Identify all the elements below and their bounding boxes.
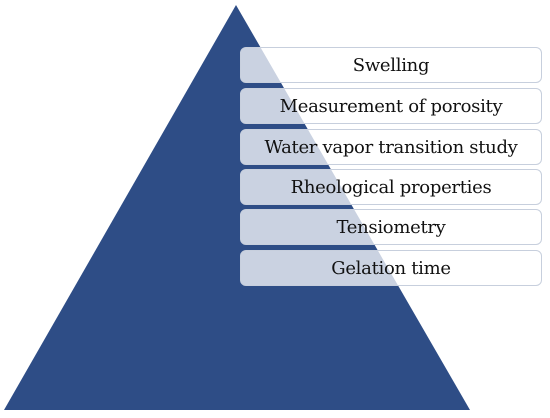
level-label: Water vapor transition study [264,136,518,158]
level-label: Gelation time [331,257,451,279]
level-measurement-of-porosity: Measurement of porosity [240,88,542,124]
level-label: Measurement of porosity [279,95,503,117]
level-water-vapor-transition-study: Water vapor transition study [240,129,542,165]
level-label: Tensiometry [336,216,446,238]
level-swelling: Swelling [240,47,542,83]
level-rheological-properties: Rheological properties [240,169,542,205]
level-label: Swelling [352,54,430,76]
pyramid-triangle [4,5,470,410]
level-label: Rheological properties [290,176,492,198]
level-gelation-time: Gelation time [240,250,542,286]
level-tensiometry: Tensiometry [240,209,542,245]
